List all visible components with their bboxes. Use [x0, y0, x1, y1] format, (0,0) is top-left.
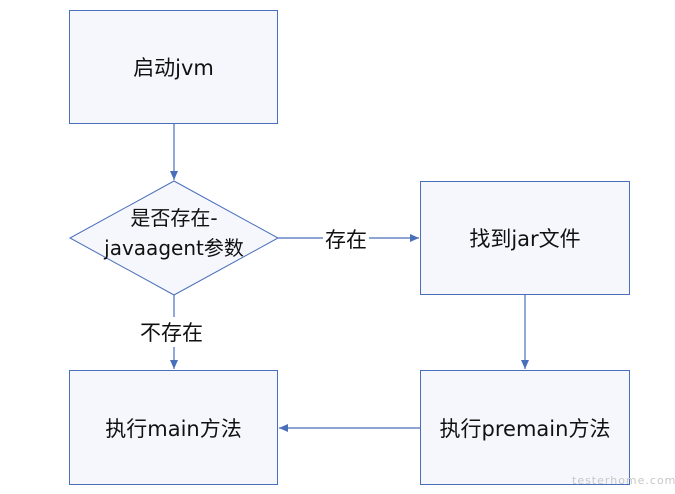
node-find-jar: 找到jar文件: [420, 181, 630, 295]
node-run-premain: 执行premain方法: [420, 370, 630, 485]
node-find-jar-label: 找到jar文件: [469, 227, 581, 251]
watermark: testerhome.com: [572, 474, 675, 487]
node-run-main: 执行main方法: [69, 370, 278, 485]
node-run-premain-label: 执行premain方法: [439, 416, 611, 441]
node-run-main-label: 执行main方法: [105, 416, 242, 441]
node-check-agent-line2: javaagent参数: [104, 236, 244, 260]
edge-label-exists: 存在: [323, 224, 369, 254]
node-check-agent-line1: 是否存在-: [130, 206, 218, 230]
node-start-jvm-label: 启动jvm: [133, 56, 214, 80]
node-check-agent-label: 是否存在- javaagent参数: [70, 203, 278, 263]
node-start-jvm: 启动jvm: [69, 10, 278, 124]
edge-label-not-exists: 不存在: [138, 317, 205, 347]
